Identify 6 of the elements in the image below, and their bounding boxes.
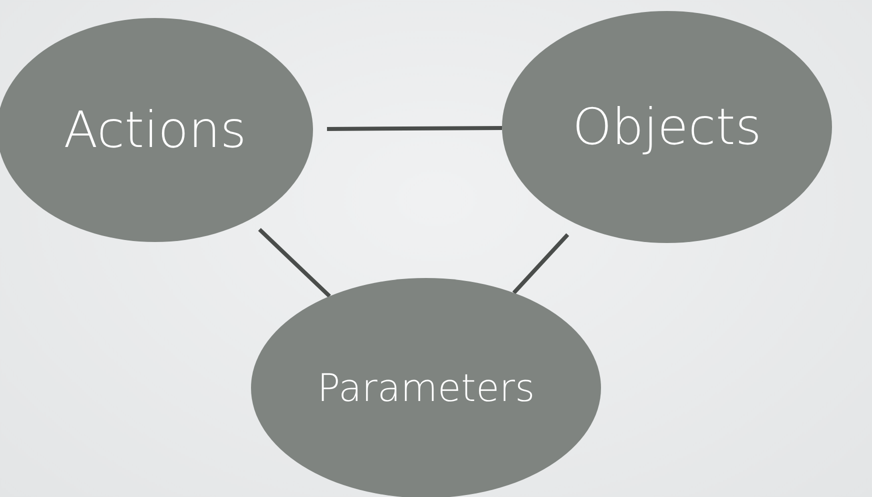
node-label: Parameters xyxy=(317,366,535,410)
node-label: Objects xyxy=(572,98,762,156)
connector-line xyxy=(258,228,331,298)
connector-line xyxy=(326,126,502,131)
connector-line xyxy=(512,233,570,294)
node-label: Actions xyxy=(64,101,246,159)
